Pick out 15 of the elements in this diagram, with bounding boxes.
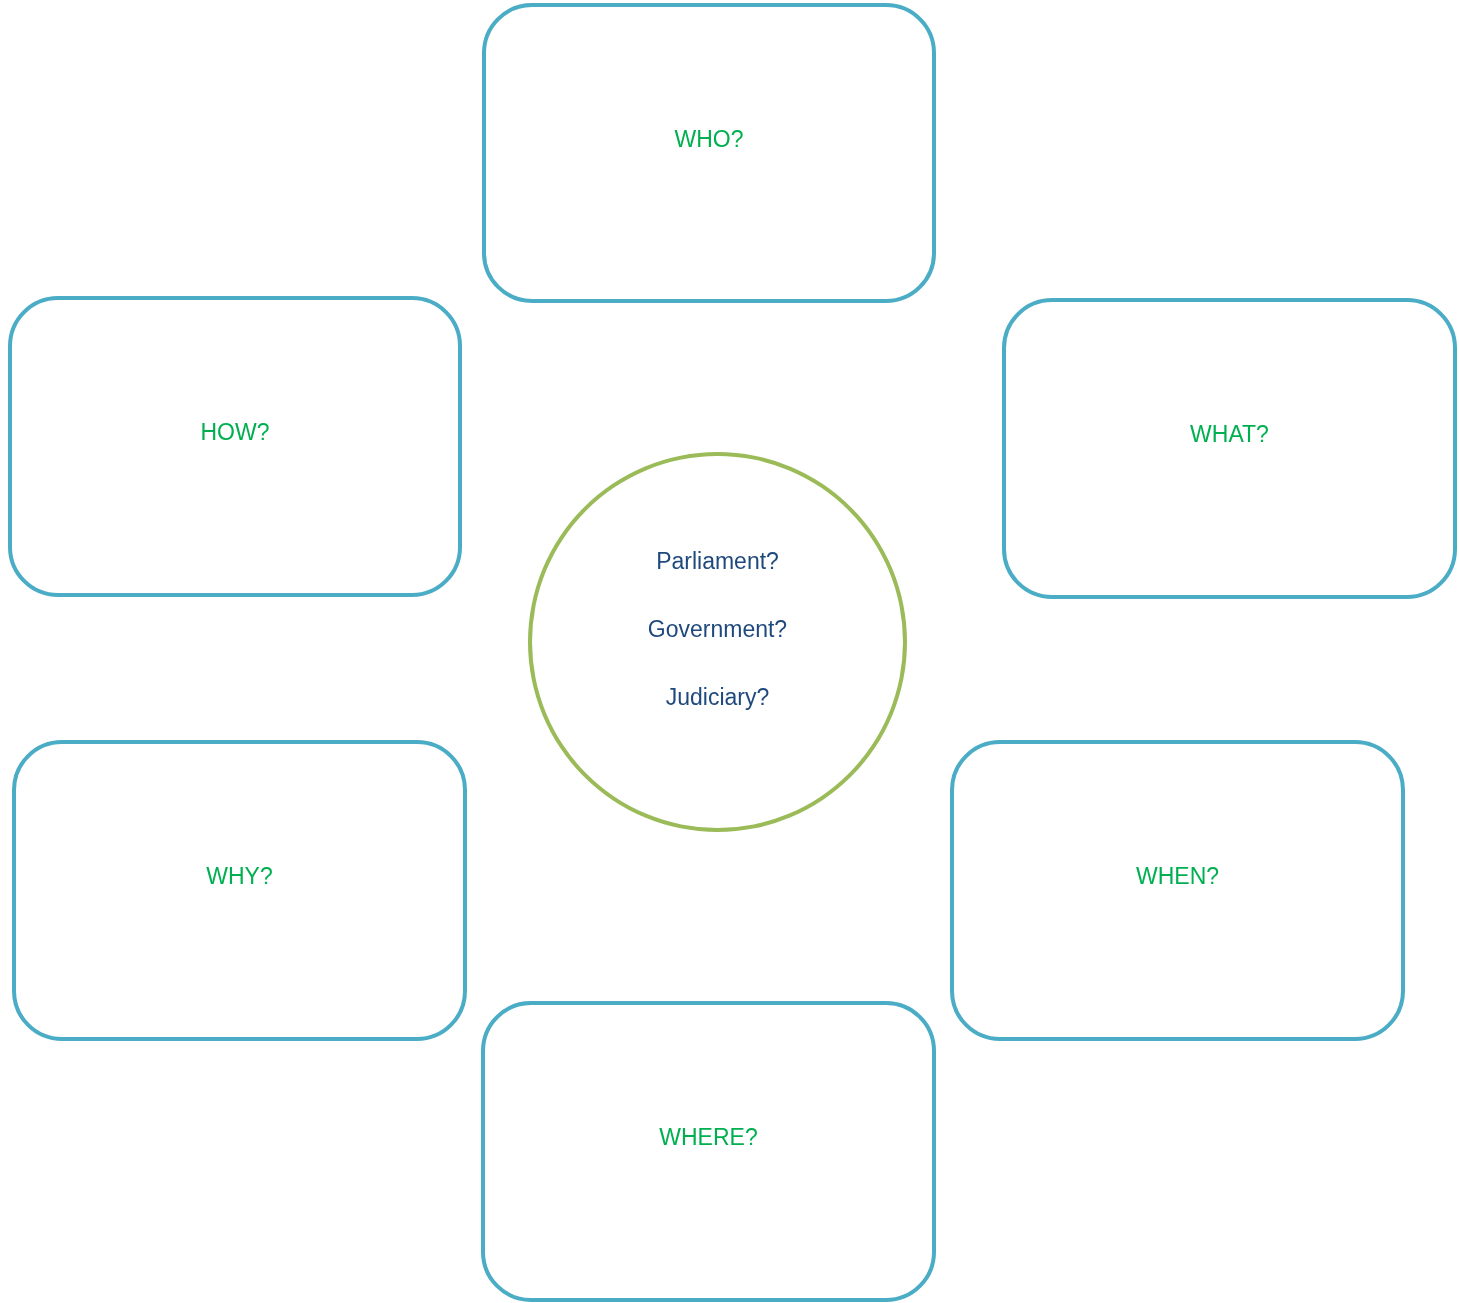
question-box <box>481 1001 936 1302</box>
question-text: WHEN? <box>1135 862 1220 891</box>
question-text: WHERE? <box>659 1123 758 1152</box>
question-box <box>12 740 467 1041</box>
question-text: WHY? <box>206 862 273 891</box>
question-text: HOW? <box>200 418 270 447</box>
topic-text: Parliament? <box>656 547 779 576</box>
question-box <box>1002 298 1457 599</box>
question-box <box>8 296 462 597</box>
question-box <box>950 740 1405 1041</box>
topic-text: Government? <box>647 615 788 644</box>
question-text: WHAT? <box>1190 420 1269 449</box>
question-box <box>482 3 936 303</box>
question-text: WHO? <box>674 125 744 154</box>
topic-text: Judiciary? <box>665 683 770 712</box>
